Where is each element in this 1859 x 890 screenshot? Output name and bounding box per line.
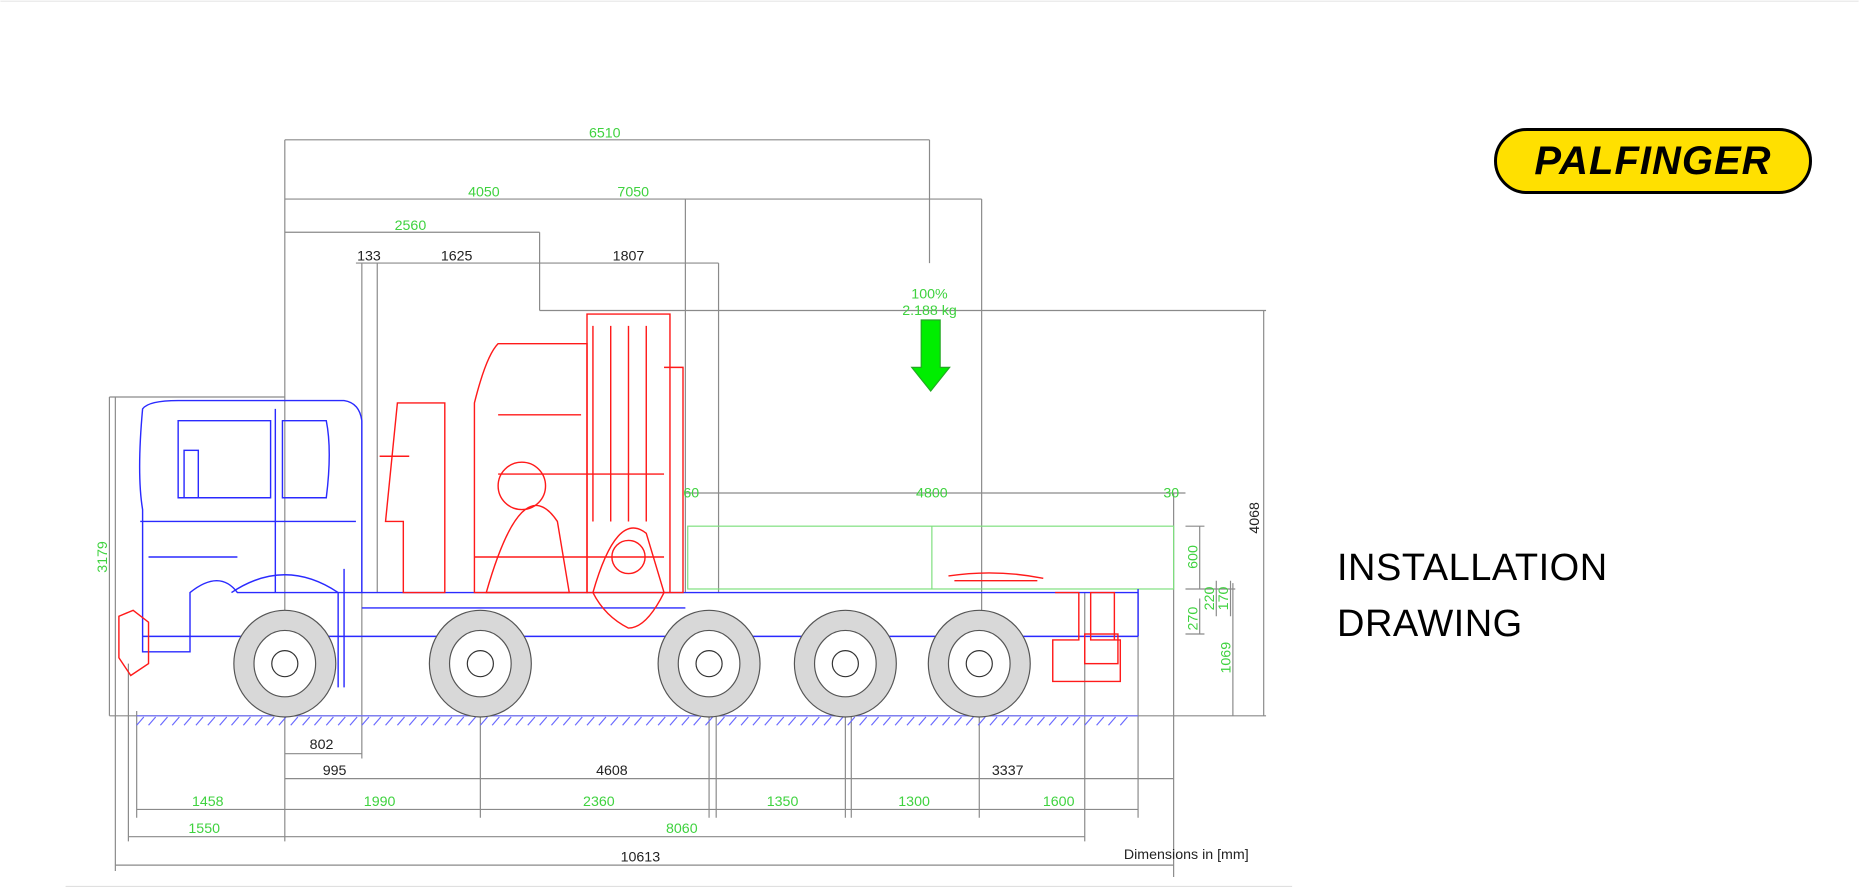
dim-1990: 1990: [364, 794, 396, 810]
dim-10613: 10613: [621, 850, 661, 866]
front-bumper: [118, 609, 150, 677]
dim-2360: 2360: [583, 794, 615, 810]
truck-cab: [138, 399, 363, 688]
chassis: [142, 588, 1139, 638]
load-arrow-icon: [910, 319, 951, 393]
dim-4800: 4800: [916, 486, 948, 502]
units-note: Dimensions in [mm]: [1124, 847, 1249, 863]
dim-3337: 3337: [992, 763, 1024, 779]
wheels: [233, 609, 1031, 718]
logo-text: PALFINGER: [1534, 138, 1772, 183]
dim-270: 270: [1185, 607, 1201, 631]
load-percent: 100%: [911, 287, 948, 303]
title-line-1: INSTALLATION: [1337, 547, 1608, 589]
dim-8060: 8060: [666, 821, 698, 837]
dim-995: 995: [323, 763, 347, 779]
palfinger-logo: PALFINGER: [1494, 128, 1812, 194]
dim-2560: 2560: [395, 218, 427, 234]
dim-1458: 1458: [192, 794, 224, 810]
dim-6510: 6510: [589, 125, 621, 141]
wheel: [793, 609, 897, 718]
drawing-title: INSTALLATION DRAWING: [1337, 540, 1608, 652]
dimension-labels: 6510 4050 7050 2560 133 1625 1807 60 480…: [95, 125, 1263, 865]
dim-1300: 1300: [898, 794, 930, 810]
dim-1350: 1350: [767, 794, 799, 810]
title-line-2: DRAWING: [1337, 603, 1523, 645]
dim-60: 60: [683, 486, 699, 502]
dim-1550: 1550: [188, 821, 220, 837]
wheel: [428, 609, 532, 718]
dim-220: 220: [1202, 587, 1218, 611]
wheel: [233, 609, 337, 718]
dim-133: 133: [357, 249, 381, 265]
dimension-lines: [108, 139, 1267, 877]
dim-1069: 1069: [1219, 642, 1235, 674]
dim-4050: 4050: [468, 185, 500, 201]
dim-7050: 7050: [617, 185, 649, 201]
dim-30: 30: [1163, 486, 1179, 502]
fifth-wheel: [948, 572, 1044, 582]
dim-1625: 1625: [441, 249, 473, 265]
load-weight: 2.188 kg: [902, 303, 957, 319]
wheel: [927, 609, 1031, 718]
crane: [379, 313, 684, 629]
dim-3179: 3179: [95, 541, 111, 573]
dim-600: 600: [1185, 545, 1201, 569]
rear-outrigger: [1052, 591, 1122, 683]
dim-1600: 1600: [1043, 794, 1075, 810]
dim-802: 802: [310, 737, 334, 753]
wheel: [657, 609, 761, 718]
dim-4608: 4608: [596, 763, 628, 779]
dim-170: 170: [1216, 587, 1232, 611]
dim-1807: 1807: [613, 249, 645, 265]
dim-4068: 4068: [1247, 502, 1263, 534]
